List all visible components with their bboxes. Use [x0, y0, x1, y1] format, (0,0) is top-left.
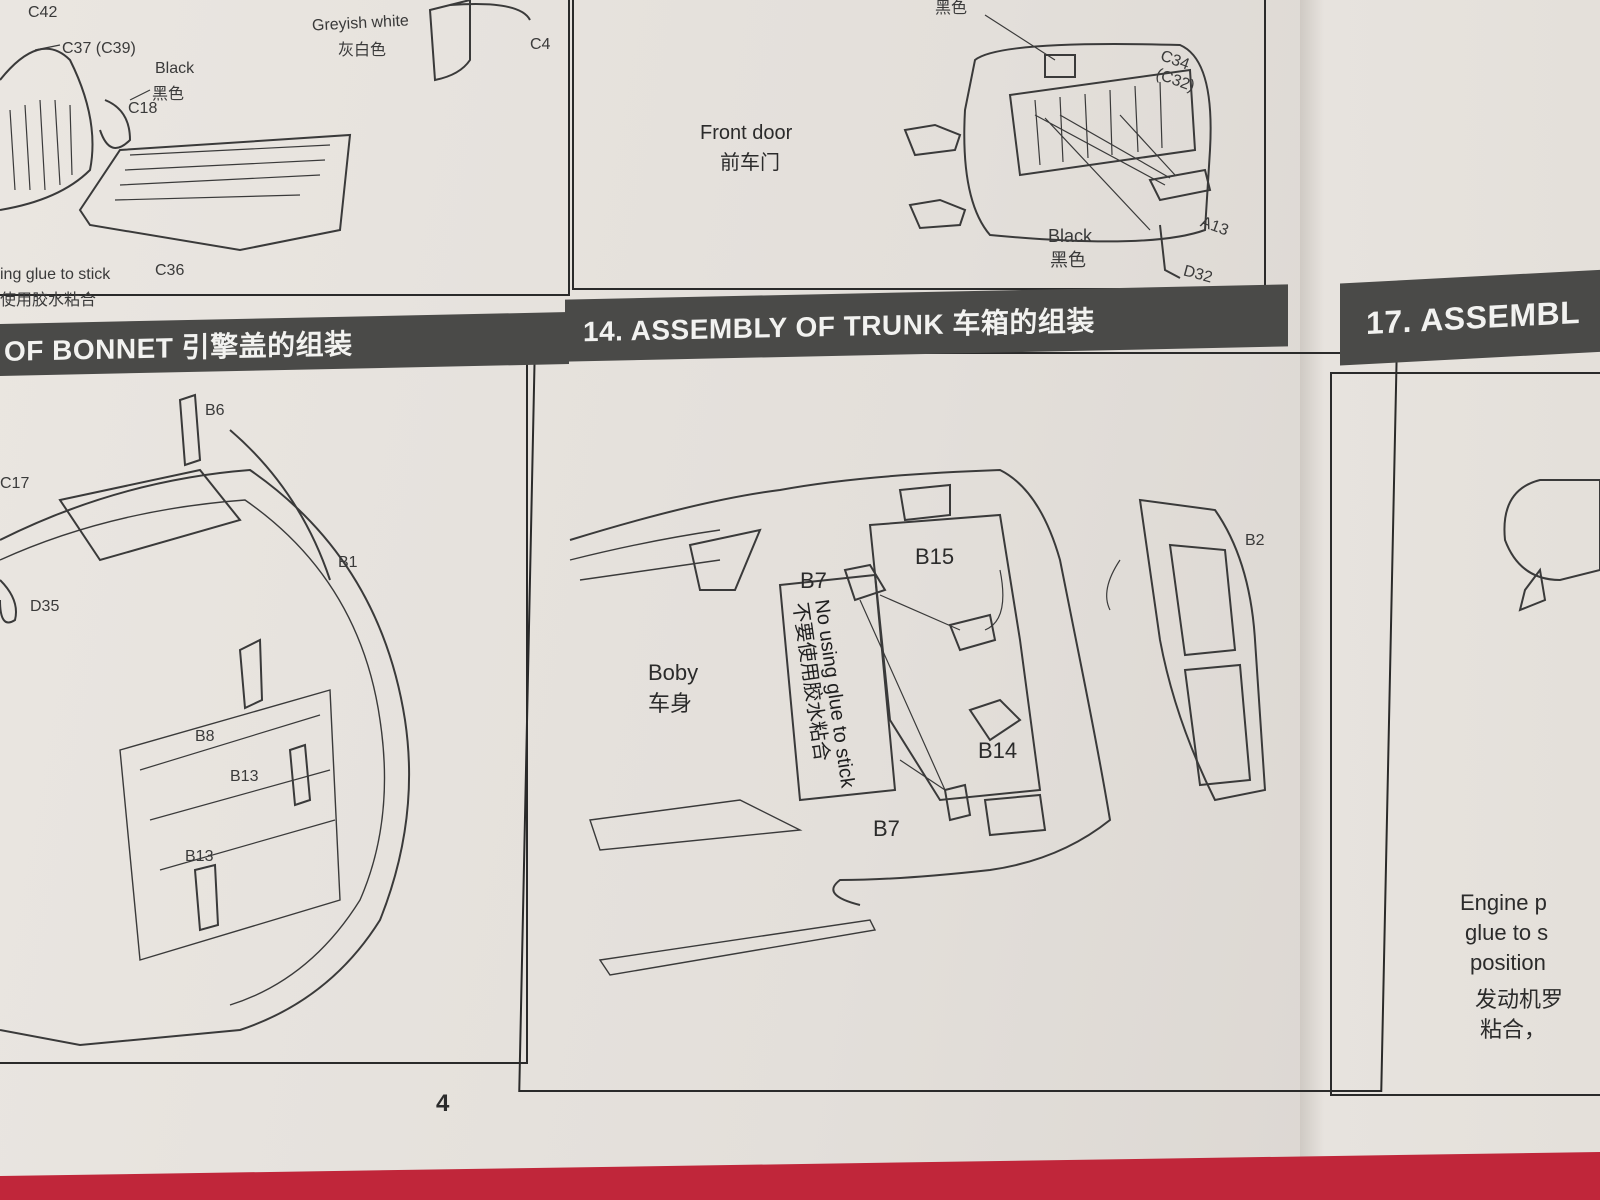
label-b13-upper: B13: [230, 768, 259, 785]
section-17-line-1: Engine p: [1460, 890, 1547, 915]
label-black-top-cn: 黑色: [935, 0, 968, 17]
instruction-sheet-right: [1300, 0, 1600, 1200]
section-17-line-3: position: [1470, 950, 1546, 975]
section-17-line-5: 粘合，: [1480, 1017, 1547, 1042]
label-b8: B8: [195, 728, 215, 745]
front-door-en: Front door: [700, 122, 793, 144]
label-c18: C18: [128, 100, 158, 117]
label-c36: C36: [155, 262, 185, 279]
label-c42: C42: [28, 4, 58, 21]
glue-note-cn: 使用胶水粘合: [0, 292, 97, 309]
label-b1: B1: [338, 554, 358, 571]
glue-note-en: ing glue to stick: [0, 266, 111, 283]
label-b7-bottom: B7: [873, 816, 900, 841]
label-c4: C4: [530, 36, 551, 53]
body-cn: 车身: [648, 691, 693, 716]
label-greyish-white-cn: 灰白色: [338, 42, 387, 59]
front-door-cn: 前车门: [720, 152, 780, 174]
section-17-line-4: 发动机罗: [1475, 987, 1564, 1012]
label-b14: B14: [978, 738, 1018, 763]
label-b13-lower: B13: [185, 848, 214, 865]
label-c37: C37 (C39): [62, 40, 136, 57]
panel-top-middle: [572, 0, 1266, 290]
label-d35: D35: [30, 598, 60, 615]
label-black-door-cn: 黑色: [1050, 250, 1086, 270]
panel-section-17: [1330, 372, 1600, 1096]
label-b2: B2: [1245, 532, 1265, 549]
label-black-door: Black: [1048, 226, 1093, 246]
label-b6: B6: [205, 402, 225, 419]
body-en: Boby: [648, 660, 699, 685]
label-black-cn: 黑色: [152, 86, 185, 103]
label-black: Black: [155, 60, 195, 77]
panel-top-left: [0, 0, 570, 296]
section-17-line-2: glue to s: [1465, 920, 1549, 945]
label-b7-top: B7: [800, 568, 827, 593]
label-b15: B15: [915, 544, 955, 569]
page-number: 4: [436, 1090, 450, 1117]
label-c17: C17: [0, 475, 30, 492]
